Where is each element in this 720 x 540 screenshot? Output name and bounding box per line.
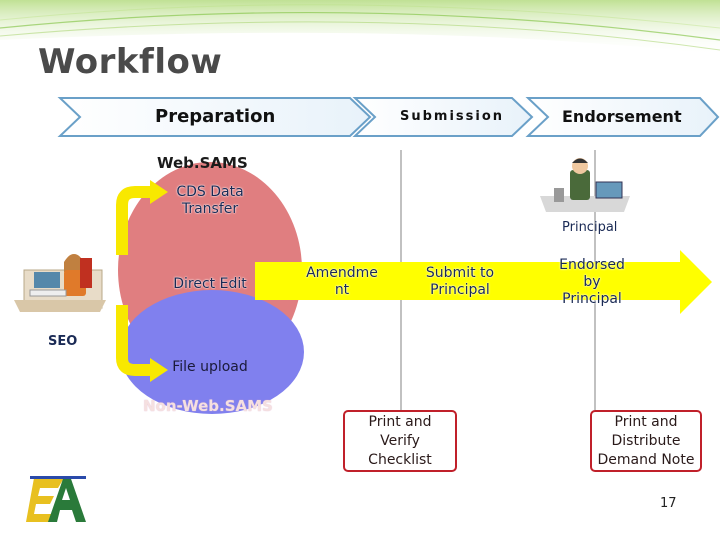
- step-file-upload: File upload: [172, 359, 248, 375]
- slide-title: Workflow: [38, 42, 223, 82]
- seo-person-icon: [14, 254, 106, 312]
- stage-label-endorsement: Endorsement: [562, 107, 682, 126]
- seo-label: SEO: [48, 334, 78, 349]
- chevron-endorsement: [525, 97, 720, 137]
- seo-bracket-arrows: [116, 180, 168, 382]
- step-cds-data-transfer: CDS Data Transfer: [176, 184, 244, 217]
- print-verify-checklist-text: Print and Verify Checklist: [368, 414, 432, 468]
- step-direct-edit: Direct Edit: [173, 276, 247, 292]
- box-print-verify-checklist: Print and Verify Checklist: [343, 410, 457, 472]
- page-number: 17: [660, 496, 677, 511]
- principal-label: Principal: [562, 220, 618, 235]
- chevron-preparation: [57, 97, 372, 137]
- stage-label-submission: Submission: [400, 109, 505, 124]
- header-decoration: [0, 0, 720, 55]
- box-print-distribute-demand-note: Print and Distribute Demand Note: [590, 410, 702, 472]
- step-submit-to-principal: Submit to Principal: [425, 265, 495, 298]
- stage-chevrons: [57, 97, 720, 137]
- websams-region-label: Web.SAMS: [157, 154, 248, 172]
- non-websams-circle: [120, 290, 304, 414]
- non-websams-region-label: Non-Web.SAMS: [143, 397, 273, 415]
- step-amendment: Amendme nt: [306, 265, 378, 298]
- print-distribute-demand-note-text: Print and Distribute Demand Note: [597, 414, 695, 468]
- chevron-submission: [352, 97, 534, 137]
- ea-logo: [26, 476, 86, 522]
- step-endorsed-by-principal: Endorsed by Principal: [559, 257, 625, 307]
- process-arrow-band: [255, 250, 712, 314]
- stage-label-preparation: Preparation: [155, 106, 276, 127]
- principal-person-icon: [540, 158, 630, 212]
